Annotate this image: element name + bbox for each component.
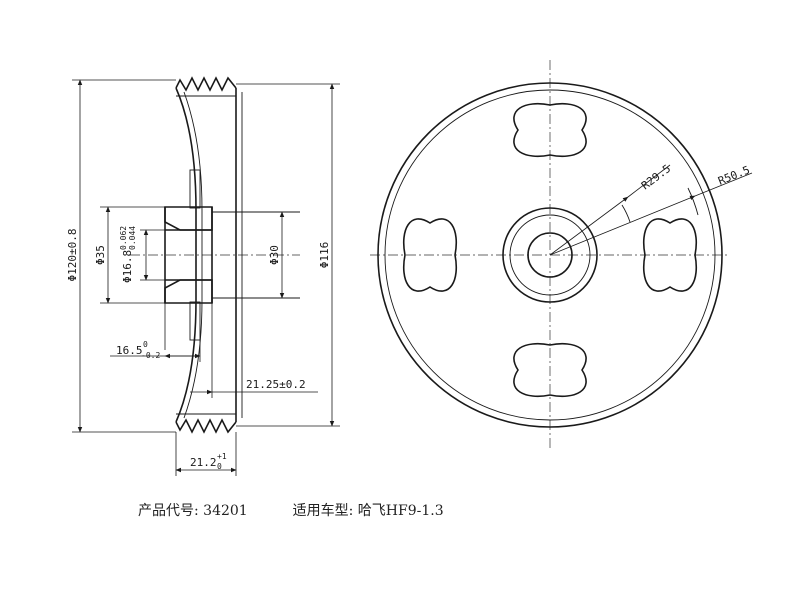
- dim-bore-label: Φ16.8: [121, 250, 134, 283]
- dim-radius-inner-ext: [627, 164, 671, 198]
- dim-radius-inner-label: R29.5: [639, 162, 673, 192]
- bottom-grooves: [175, 418, 237, 434]
- hub-upper-section: [164, 206, 213, 231]
- hub-inner-circle: [509, 214, 591, 296]
- caption-line: 产品代号: 34201 适用车型: 哈飞HF9-1.3: [138, 500, 444, 520]
- lower-web-section: [189, 301, 201, 341]
- dim-rim-diameter-label: Φ116: [318, 242, 331, 269]
- product-code-label: 产品代号:: [138, 503, 199, 519]
- vehicle-label: 适用车型:: [292, 503, 354, 519]
- dim-bore-label-group: Φ16.8 0.062 0.044: [119, 226, 137, 283]
- outer-circle: [377, 82, 723, 428]
- dim-hub-length-tol-upper: 0: [143, 340, 148, 349]
- hub-outer-circle: [502, 207, 598, 303]
- dim-width-tol-upper: +1: [217, 452, 227, 461]
- slot-bottom: [513, 343, 587, 397]
- hub-lower-section: [164, 279, 213, 304]
- dim-radius-outer-label: R50.5: [716, 163, 752, 187]
- dim-bore-tol-lower: 0.044: [128, 226, 137, 250]
- top-grooves: [175, 76, 237, 92]
- dim-width-label: 21.2: [190, 456, 217, 469]
- slot-top: [513, 103, 587, 157]
- section-view: Φ120±0.8 Φ35 Φ16.8 0.062 0.044 Φ30 Φ116 …: [66, 76, 340, 476]
- rim-front-profile: [175, 87, 197, 423]
- vehicle-value: 哈飞HF9-1.3: [357, 503, 444, 519]
- rim-circle: [384, 89, 716, 421]
- rim-front-inner-profile: [183, 91, 203, 419]
- slot-right: [643, 218, 697, 292]
- dim-radius-outer-ext: [694, 172, 753, 197]
- bore-circle: [527, 232, 573, 278]
- dim-hub-diameter-label: Φ35: [94, 245, 107, 265]
- dim-width-tol-lower: 0: [217, 462, 222, 471]
- arc-mark-outer: [687, 187, 699, 216]
- dim-inner-diameter-label: Φ30: [268, 245, 281, 265]
- dim-hub-length-label: 16.5: [116, 344, 143, 357]
- arc-mark-inner: [621, 204, 631, 223]
- dim-hub-length-tol-lower: -0.2: [141, 351, 160, 360]
- slot-left: [403, 218, 457, 292]
- dim-radius-inner-line: [549, 196, 629, 256]
- upper-web-section: [189, 169, 201, 209]
- front-view: R29.5 R50.5: [370, 60, 753, 450]
- dim-bore-tol-upper: 0.062: [119, 226, 128, 250]
- dim-outer-diameter-label: Φ120±0.8: [66, 229, 79, 282]
- dim-radius-outer-line: [549, 195, 696, 256]
- product-code-value: 34201: [203, 503, 248, 519]
- dim-offset-label: 21.25±0.2: [246, 378, 306, 391]
